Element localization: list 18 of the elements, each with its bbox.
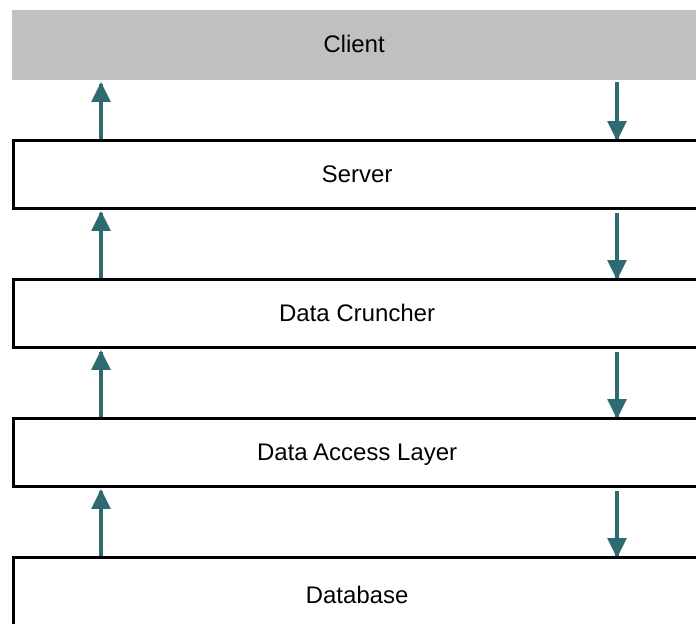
layer-box [12, 139, 696, 210]
arrow [607, 213, 627, 280]
arrow [91, 82, 111, 139]
arrow [607, 82, 627, 141]
layer-box [12, 556, 696, 624]
arrow [607, 491, 627, 558]
arrow [91, 211, 111, 278]
layer-label: Database [306, 582, 408, 610]
layer-label: Server [322, 160, 392, 188]
layer-label: Data Access Layer [256, 438, 458, 466]
arrow [607, 352, 627, 419]
layer-box [12, 417, 696, 488]
tier-band [12, 10, 696, 80]
arrow [91, 489, 111, 556]
layer-label: Client [323, 31, 385, 59]
layer-box [12, 278, 696, 349]
layer-label: Data Cruncher [278, 300, 436, 328]
arrow [91, 350, 111, 417]
